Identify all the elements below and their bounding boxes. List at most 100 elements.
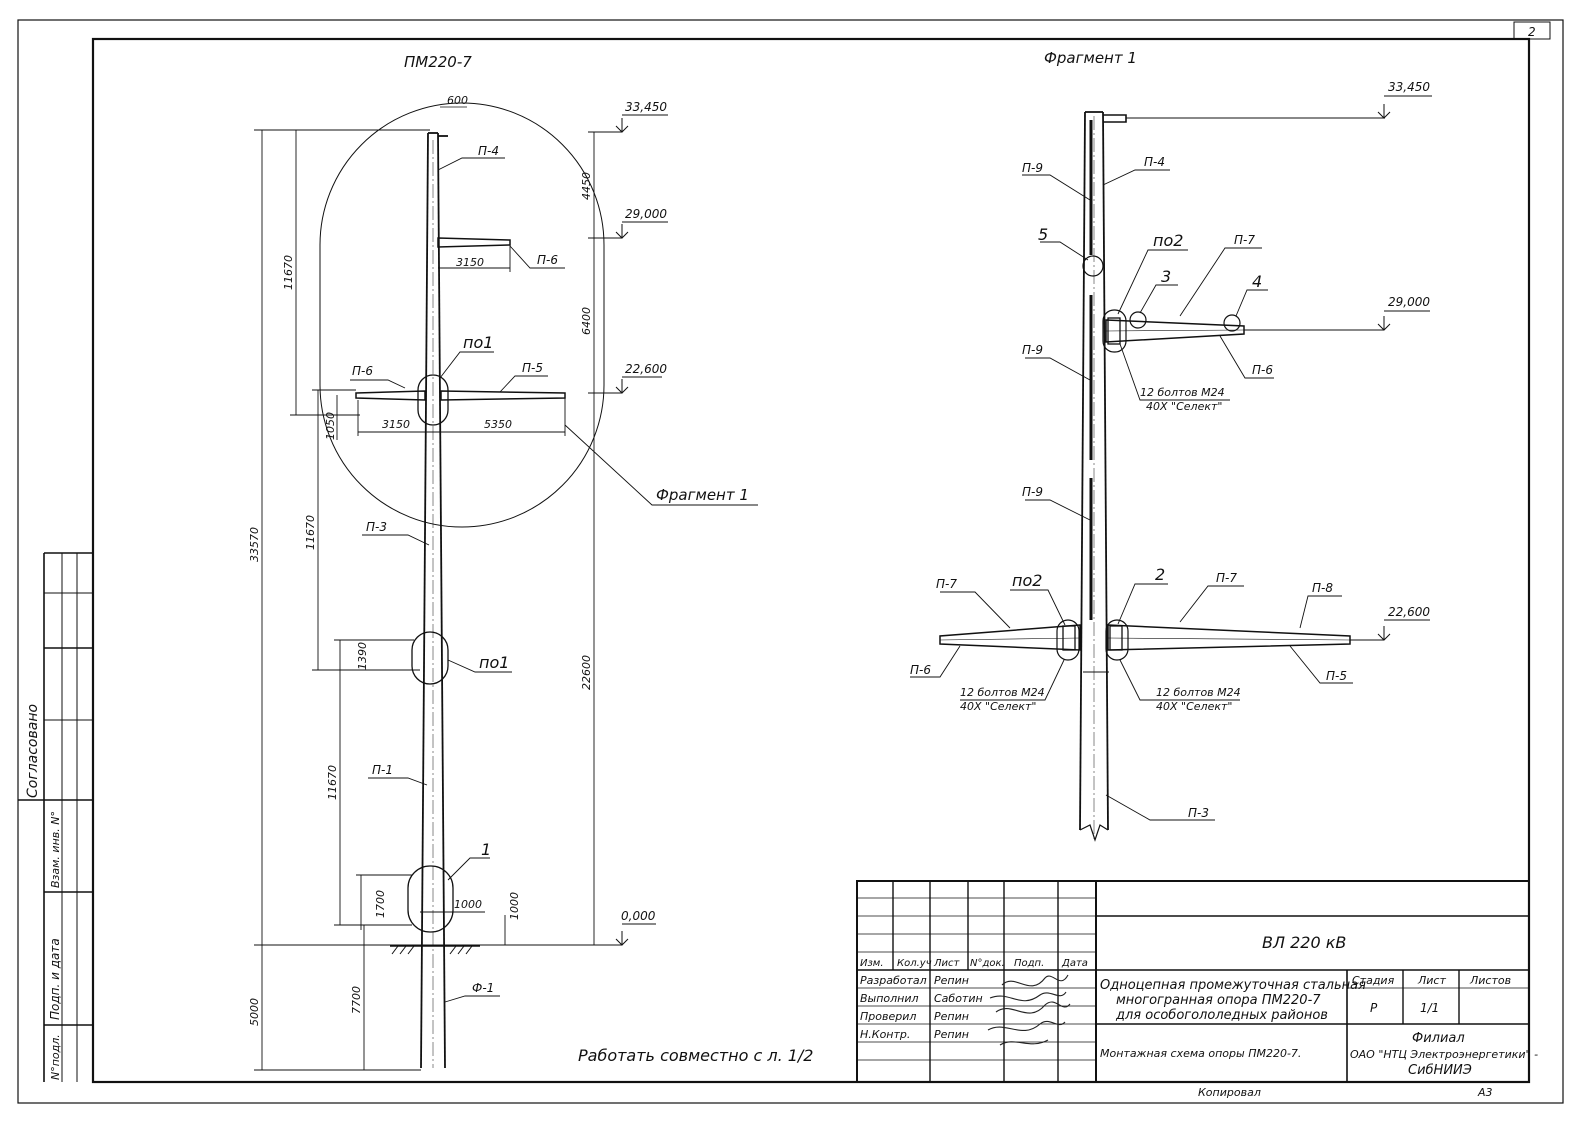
frag-label-5: 5 <box>1038 225 1048 244</box>
tb-stage-label: Стадия <box>1352 974 1395 987</box>
frag-label-2: 2 <box>1155 565 1165 584</box>
tb-sheet-label: Лист <box>1417 974 1446 987</box>
frag-steel-left: 40Х "Селект" <box>960 700 1036 713</box>
joint-po1-upper <box>417 374 449 426</box>
tb-role-2: Проверил <box>860 1010 916 1023</box>
dim-1390: 1390 <box>356 642 369 670</box>
dim-5000: 5000 <box>248 998 261 1026</box>
dim-6400: 6400 <box>580 307 593 335</box>
title-block: Изм. Кол.уч Лист N°док. Подп. Дата Разра… <box>856 880 1538 1099</box>
label-f1: Ф-1 <box>472 981 494 995</box>
tb-org-2: СибНИИЭ <box>1408 1063 1472 1078</box>
frag-label-p6-lower: П-6 <box>910 663 931 677</box>
dim-11670-c: 11670 <box>326 765 339 800</box>
label-p1: П-1 <box>372 763 393 777</box>
right-elevation-markers <box>1377 95 1432 641</box>
elev-top: 33,450 <box>625 100 667 114</box>
tb-name-3: Репин <box>934 1028 969 1041</box>
sheet-number: 2 <box>1528 25 1536 39</box>
tb-header-izm: Изм. <box>860 958 884 969</box>
frag-bolts-upper: 12 болтов М24 <box>1140 386 1225 399</box>
tb-org-0: Филиал <box>1412 1031 1465 1046</box>
dim-11670-b: 11670 <box>304 515 317 550</box>
tb-role-3: Н.Контр. <box>860 1028 910 1041</box>
dim-1000-b: 1000 <box>508 892 521 920</box>
frag-label-3: 3 <box>1161 267 1171 286</box>
tb-name-0: Репин <box>934 974 969 987</box>
fragment-outline <box>319 102 605 528</box>
tb-sheets-label: Листов <box>1469 974 1511 987</box>
label-p3: П-3 <box>366 520 387 534</box>
frag-label-p4: П-4 <box>1144 155 1165 169</box>
work-together-note: Работать совместно с л. 1/2 <box>578 1046 813 1065</box>
frag-label-po2-upper: по2 <box>1153 231 1183 250</box>
frag-label-p7-upper: П-7 <box>1234 233 1255 247</box>
elev-lower-arm: 22,600 <box>625 362 667 376</box>
frag-label-p7-left: П-7 <box>936 577 957 591</box>
tb-header-podp: Подп. <box>1014 958 1044 969</box>
tb-sheet-value: 1/1 <box>1420 1001 1439 1015</box>
tb-stage-value: Р <box>1370 1001 1378 1015</box>
frag-bolts-left: 12 болтов М24 <box>960 686 1045 699</box>
label-p6-lower: П-6 <box>352 364 373 378</box>
tb-format: А3 <box>1477 1086 1493 1099</box>
frag-bolts-right: 12 болтов М24 <box>1156 686 1241 699</box>
dim-22600: 22600 <box>580 655 593 690</box>
tb-desc-2: для особогололедных районов <box>1115 1008 1328 1023</box>
signature-scribbles <box>987 974 1071 1046</box>
elev-ground: 0,000 <box>621 909 656 923</box>
tb-header-data: Дата <box>1061 958 1088 969</box>
joint-po1-lower <box>411 631 449 685</box>
dim-600: 600 <box>447 94 468 107</box>
frag-elev-upper: 29,000 <box>1388 295 1430 309</box>
tb-project: ВЛ 220 кВ <box>1262 933 1346 952</box>
detail-3 <box>1129 311 1147 329</box>
frag-label-4: 4 <box>1252 272 1262 291</box>
dim-33570: 33570 <box>248 527 261 562</box>
tb-role-0: Разработал <box>860 974 927 987</box>
label-1: 1 <box>481 840 491 859</box>
dim-4450: 4450 <box>580 172 593 200</box>
sign-date-label: Подп. и дата <box>48 938 62 1020</box>
pole-shaft <box>355 132 566 1069</box>
right-view: Фрагмент 1 <box>910 49 1432 842</box>
frag-steel-right: 40Х "Селект" <box>1156 700 1232 713</box>
left-leaders <box>350 157 758 1003</box>
label-p6-upper: П-6 <box>537 253 558 267</box>
label-po1-upper: по1 <box>463 333 493 352</box>
tb-header-kolu: Кол.уч <box>897 958 932 969</box>
dim-7700: 7700 <box>350 986 363 1014</box>
dim-1000-a: 1000 <box>454 898 482 911</box>
frag-elev-lower: 22,600 <box>1388 605 1430 619</box>
frag-label-po2-lower: по2 <box>1012 571 1042 590</box>
detail-5 <box>1082 255 1104 277</box>
agreed-label: Согласовано <box>25 704 41 798</box>
frag-label-p9-top: П-9 <box>1022 161 1043 175</box>
right-leaders <box>910 169 1353 821</box>
left-elevation-markers <box>612 114 668 946</box>
left-dimension-lines <box>254 129 620 1071</box>
label-p4: П-4 <box>478 144 499 158</box>
tb-header-ndok: N°док. <box>970 958 1005 969</box>
tb-copied: Копировал <box>1198 1086 1261 1099</box>
right-view-title: Фрагмент 1 <box>1044 49 1137 67</box>
dim-3150-upper: 3150 <box>456 256 484 269</box>
dim-1050: 1050 <box>324 412 337 440</box>
frag-label-p7-right: П-7 <box>1216 571 1237 585</box>
frag-steel-upper: 40Х "Селект" <box>1146 400 1222 413</box>
sheet-frame: 2 <box>17 19 1564 1104</box>
tb-desc-0: Одноцепная промежуточная стальная <box>1100 978 1366 993</box>
tb-name-2: Репин <box>934 1010 969 1023</box>
tb-org-1: ОАО "НТЦ Электроэнергетики" - <box>1350 1048 1538 1061</box>
frag-label-p6-upper: П-6 <box>1252 363 1273 377</box>
tb-drawing-name: Монтажная схема опоры ПМ220-7. <box>1100 1047 1301 1060</box>
frag-label-p5: П-5 <box>1326 669 1347 683</box>
label-po1-lower: по1 <box>479 653 509 672</box>
inv-swap-label: Взам. инв. N° <box>49 811 62 888</box>
left-view-title: ПМ220-7 <box>404 53 472 71</box>
joint-1 <box>407 865 454 933</box>
detail-4 <box>1223 314 1241 332</box>
side-stamp: Согласовано Взам. инв. N° Подп. и дата N… <box>17 552 93 1082</box>
frag-label-p9-mid: П-9 <box>1022 343 1043 357</box>
